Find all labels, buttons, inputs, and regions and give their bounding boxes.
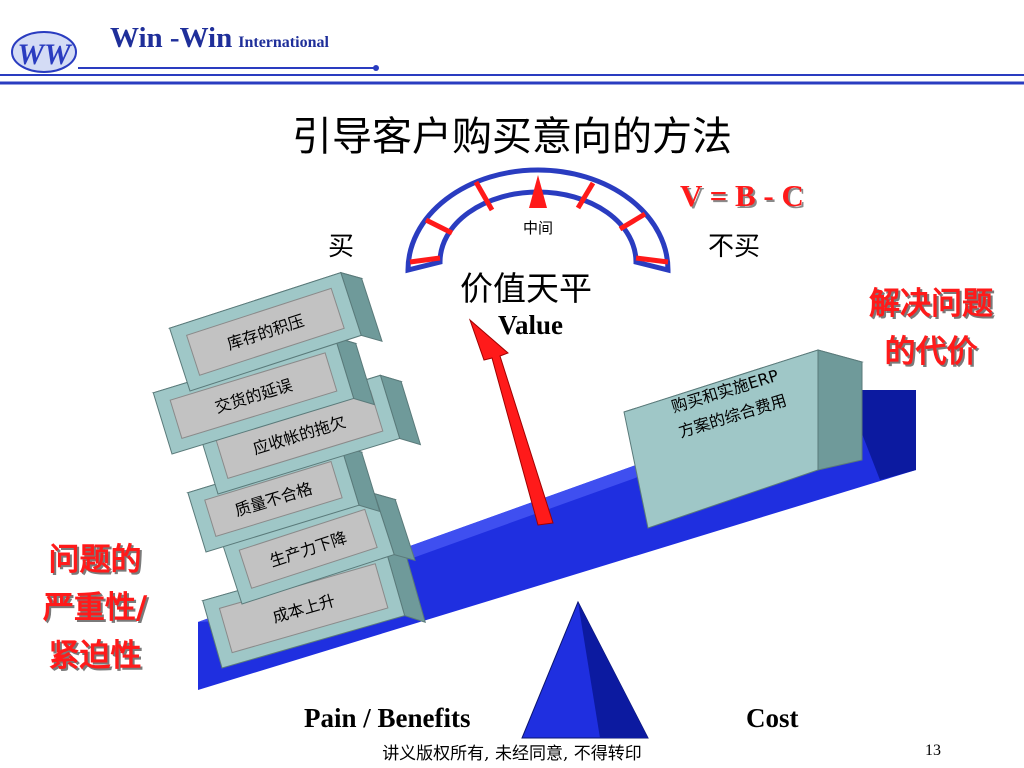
value-arrow xyxy=(468,318,554,526)
gauge-center-label: 中间 xyxy=(523,219,553,237)
header-rule xyxy=(0,65,1024,85)
logo-mark: WW xyxy=(11,31,77,73)
cost-block xyxy=(623,349,864,529)
logo-letters: WW xyxy=(17,38,73,71)
right-note: 解决问题 的代价 xyxy=(846,280,1016,376)
pain-benefits-label: Pain / Benefits xyxy=(304,703,471,733)
right-note-line2: 的代价 xyxy=(884,334,978,370)
brand-sub: International xyxy=(238,34,329,51)
header: WW Win -Win International xyxy=(0,0,1024,92)
formula: V = B - C xyxy=(680,178,804,213)
brand-name: Win -Win International xyxy=(110,22,329,55)
left-note-line2: 严重性/ xyxy=(42,590,148,626)
value-gauge: 中间 xyxy=(405,167,671,274)
buy-label: 买 xyxy=(328,232,355,262)
left-note: 问题的 严重性/ 紧迫性 xyxy=(20,536,170,680)
page-number: 13 xyxy=(925,742,941,759)
page-title: 引导客户购买意向的方法 xyxy=(292,114,732,160)
brand-main: Win -Win xyxy=(110,22,233,54)
left-note-line3: 紧迫性 xyxy=(48,638,142,674)
footer-copyright: 讲义版权所有, 未经同意, 不得转印 xyxy=(382,744,642,764)
gauge-name-cn: 价值天平 xyxy=(460,269,592,308)
pain-block: 库存的积压 xyxy=(167,271,383,392)
gauge-name-en: Value xyxy=(498,310,564,340)
left-note-line1: 问题的 xyxy=(48,542,142,578)
right-note-line1: 解决问题 xyxy=(869,286,993,322)
fulcrum xyxy=(521,600,649,739)
cost-label: Cost xyxy=(746,703,799,733)
not-buy-label: 不买 xyxy=(708,232,761,262)
